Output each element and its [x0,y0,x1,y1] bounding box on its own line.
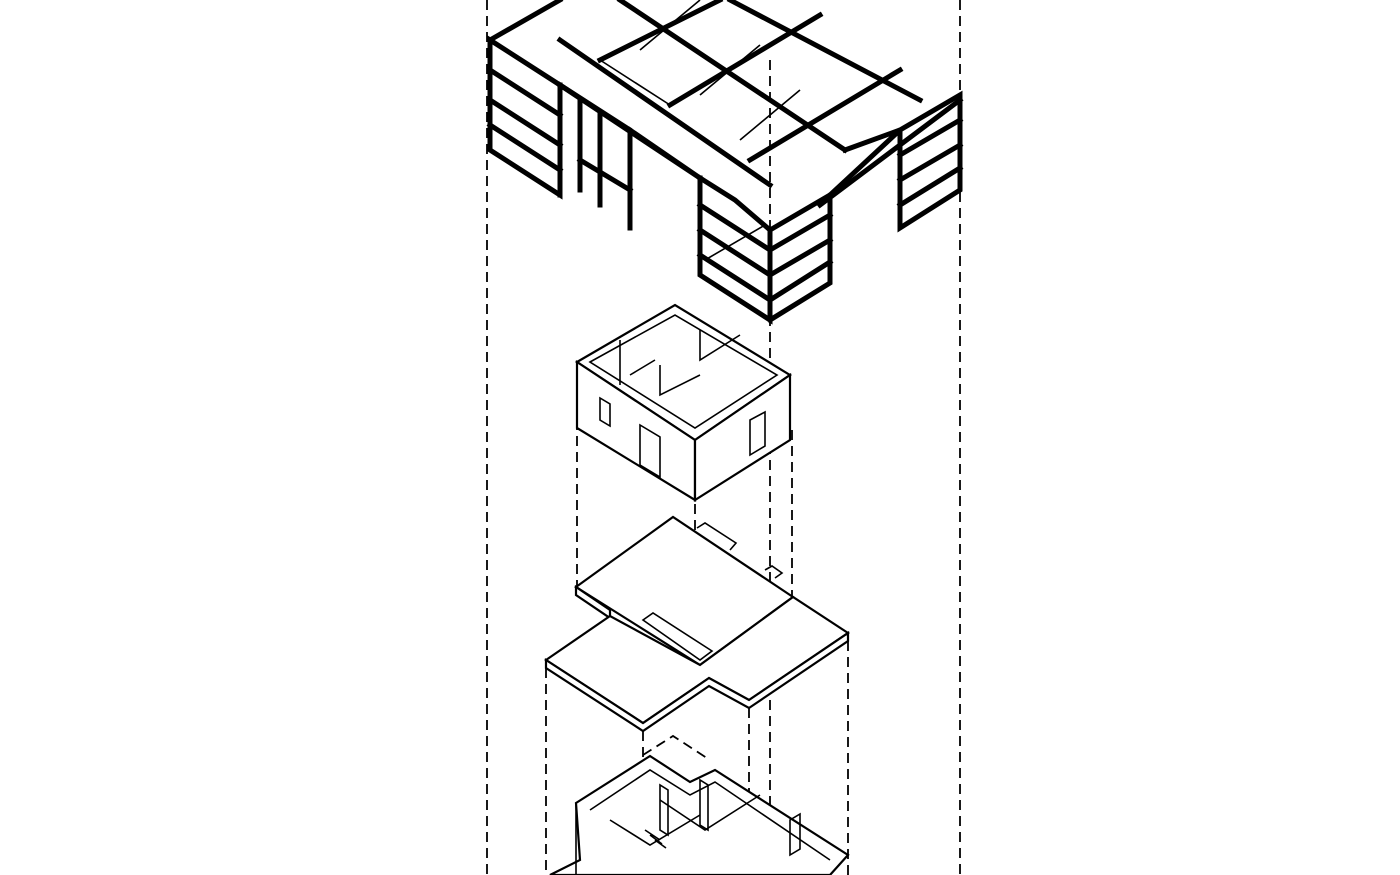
ground-floor-slab [544,595,850,733]
ground-walls-hidden-edge [642,734,711,761]
frame-left-girts [486,66,564,174]
frame-wing-brace [704,224,766,261]
frame-door-opening [576,97,634,208]
frame-roof-bracing [599,0,801,141]
frame-wing-side-girts [766,211,834,304]
frame-front-eave [486,0,704,182]
slab-tab-2 [764,565,784,579]
upper-opening [749,410,766,457]
frame-wing-girts [696,174,774,304]
frame-right-girts [896,116,964,209]
frame-roof-rafters [596,0,964,209]
upper-floor-walls [574,303,793,502]
ground-floor-walls [549,734,850,875]
frame-right-end [897,90,963,233]
stair-treads [644,829,667,849]
ground-walls-partitions [575,769,831,875]
upper-floor-slab [574,515,795,667]
upper-door [639,423,661,479]
ground-door-openings [659,778,801,857]
frame-right-eave [826,127,902,199]
upper-walls-inner-edge [588,314,779,429]
stair-opening [641,612,714,661]
steel-roof-frame [486,0,964,325]
frame-left-end [487,35,563,200]
upper-walls-partitions [619,330,741,397]
upper-walls-front-right [693,372,792,502]
ground-slab-edge [544,630,850,733]
upper-window [599,396,611,428]
slab-tab-1 [696,522,738,551]
